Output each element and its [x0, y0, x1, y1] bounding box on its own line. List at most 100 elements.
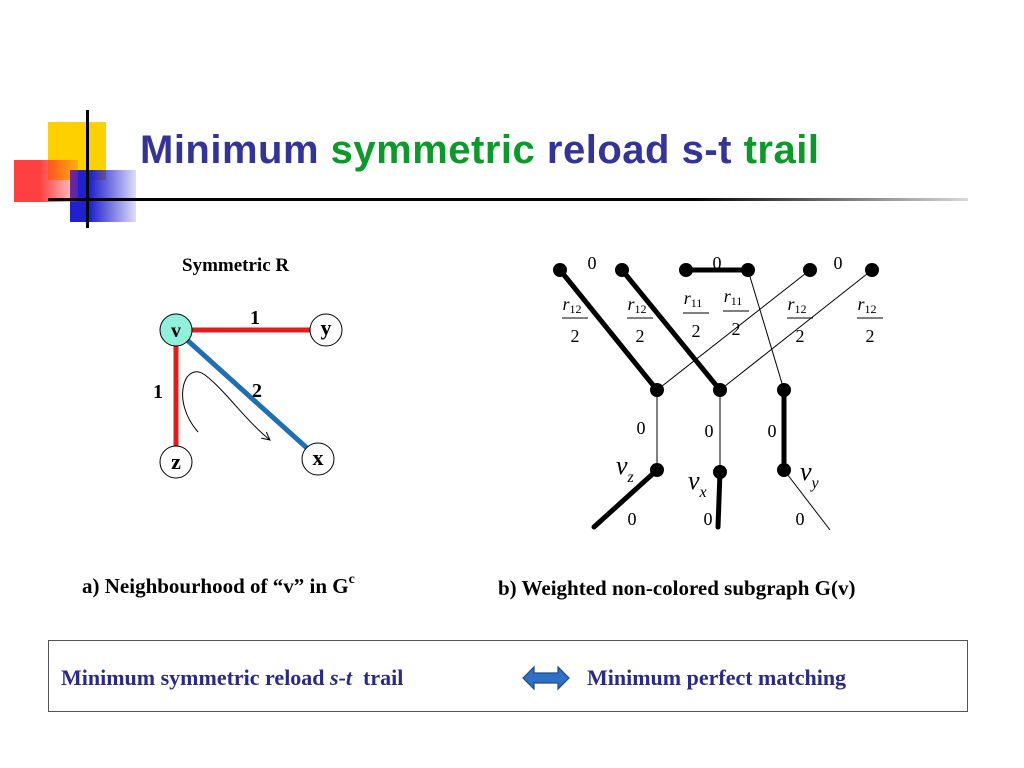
equivalence-box: Minimum symmetric reload s-t trail Minim…: [48, 640, 968, 712]
edge-vz-tail-thick: [591, 467, 660, 530]
equivalence-left-main: Minimum symmetric reload: [61, 665, 331, 690]
fraction-6-var: r: [857, 294, 865, 314]
fraction-5-den: 2: [796, 326, 805, 346]
node-v-label: v: [171, 320, 181, 342]
edge-t1-m1-thick: [557, 267, 660, 393]
double-arrow-icon: [521, 664, 571, 692]
vertex-mid-3: [777, 383, 791, 397]
fraction-4-var: r: [724, 286, 732, 306]
edge-t2-m2-thick: [619, 267, 723, 393]
edge-label-vy: 1: [250, 307, 260, 329]
node-z: [159, 445, 193, 479]
fraction-3-var: r: [684, 288, 692, 308]
caption-b: b) Weighted non-colored subgraph G(v): [498, 576, 856, 600]
vertex-top-4: [741, 263, 755, 277]
vertex-label-vy: vy: [800, 457, 820, 492]
fraction-4-den: 2: [732, 319, 741, 339]
svg-text:r12: r12: [627, 294, 646, 316]
fraction-2: r12 2: [627, 294, 653, 346]
vertex-top-3: [679, 263, 693, 277]
node-v: [159, 313, 193, 347]
vertex-label-vx-sub: x: [699, 484, 707, 501]
vertex-top-6: [865, 263, 879, 277]
node-x-label: x: [313, 445, 324, 470]
symmetric-r-heading: Symmetric R: [182, 255, 290, 276]
fraction-3: r11 2: [683, 288, 709, 341]
bottom-weight-2: 0: [704, 509, 713, 529]
edge-t6-m3: [719, 269, 873, 391]
fraction-6-den: 2: [866, 326, 875, 346]
fraction-4: r11 2: [723, 286, 749, 339]
bottom-weight-3: 0: [796, 509, 805, 529]
node-y: [309, 313, 343, 347]
fraction-1-den: 2: [571, 326, 580, 346]
title-part-4: trail: [743, 128, 820, 172]
title-part-2: symmetric: [330, 128, 536, 172]
mid-weight-3: 0: [768, 421, 777, 441]
vertex-mid-2: [713, 383, 727, 397]
equivalence-right-text: Minimum perfect matching: [587, 665, 847, 690]
fraction-1: r12 2: [562, 294, 588, 346]
fraction-1-sub: 12: [570, 302, 582, 316]
svg-text:r11: r11: [684, 288, 703, 310]
svg-text:r12: r12: [857, 294, 876, 316]
mid-weight-2: 0: [705, 421, 714, 441]
caption-a-superscript: c: [348, 572, 355, 587]
fraction-2-var: r: [627, 294, 635, 314]
node-x: [301, 442, 335, 476]
fraction-1-var: r: [562, 294, 570, 314]
vertex-label-vz-base: v: [616, 451, 628, 480]
vertex-label-vy-sub: y: [810, 475, 820, 492]
edge-v-x: [174, 328, 320, 460]
title-part-3: reload s-t: [546, 128, 732, 172]
fraction-5-var: r: [787, 294, 795, 314]
vertex-vx: [713, 465, 727, 479]
caption-a-text: a) Neighbourhood of “v” in G: [82, 574, 349, 598]
vertex-label-vx: vx: [688, 466, 707, 501]
svg-text:r12: r12: [787, 294, 806, 316]
vertex-vy: [777, 463, 791, 477]
fraction-5: r12 2: [787, 294, 813, 346]
svg-text:r12: r12: [562, 294, 581, 316]
vertex-label-vy-base: v: [800, 457, 812, 486]
vertex-top-1: [553, 263, 567, 277]
title-part-1: Minimum: [140, 128, 320, 172]
vertex-label-vz-sub: z: [627, 469, 635, 486]
fraction-6-sub: 12: [865, 302, 877, 316]
vertex-top-2: [615, 263, 629, 277]
node-z-label: z: [171, 449, 181, 474]
caption-a: a) Neighbourhood of “v” in Gc: [82, 572, 355, 599]
edge-t5-m1: [656, 269, 811, 391]
edge-vy-tail: [783, 469, 831, 531]
equivalence-left-italic: s-t: [330, 665, 353, 690]
vertex-top-5: [803, 263, 817, 277]
trail-arrow: [182, 371, 270, 440]
decor-blue-square: [70, 170, 136, 222]
node-y-label: y: [321, 315, 332, 340]
vertex-label-vx-base: v: [688, 466, 700, 495]
svg-text:r11: r11: [724, 286, 743, 308]
fraction-4-sub: 11: [731, 294, 743, 308]
edge-vx-tail-thick: [715, 469, 723, 530]
edge-label-vx: 2: [252, 380, 262, 402]
fraction-6: r12 2: [857, 294, 883, 346]
fraction-2-sub: 12: [635, 302, 647, 316]
edge-label-vz: 1: [153, 381, 163, 403]
fraction-3-sub: 11: [691, 296, 703, 310]
decor-vertical-line: [86, 110, 89, 228]
fraction-2-den: 2: [636, 326, 645, 346]
page-title: Minimum symmetric reload s-t trail: [140, 128, 819, 173]
title-underline: [48, 198, 968, 201]
mid-weight-1: 0: [637, 418, 646, 438]
fraction-5-sub: 12: [795, 302, 807, 316]
vertex-vz: [650, 463, 664, 477]
vertex-mid-1: [650, 383, 664, 397]
vertex-label-vz: vz: [616, 451, 635, 486]
equivalence-left-text: Minimum symmetric reload s-t trail: [61, 665, 403, 691]
equivalence-left-end: trail: [352, 665, 404, 690]
fraction-3-den: 2: [692, 321, 701, 341]
top-weight-2: 0: [713, 253, 722, 273]
decor-red-square: [14, 160, 78, 202]
